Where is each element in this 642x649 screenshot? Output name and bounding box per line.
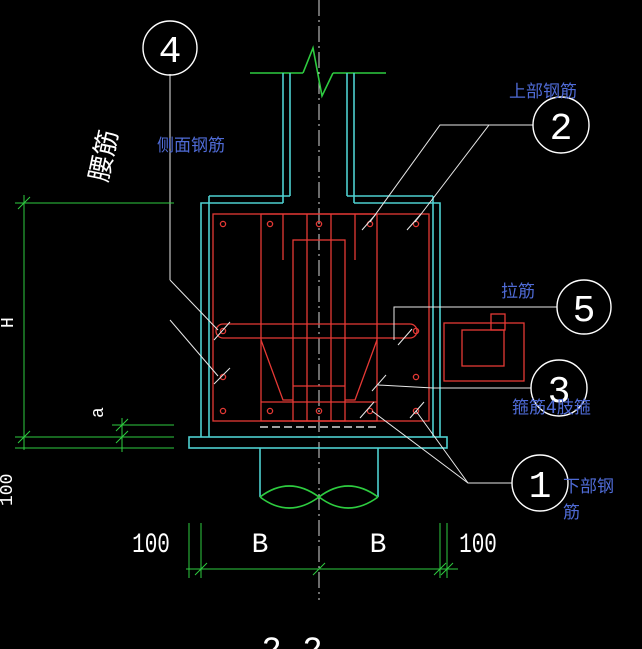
section-label: 2-2 (261, 633, 322, 649)
dim-label-left-cut: 100 (0, 474, 18, 506)
callout-number-2: 2 (550, 108, 573, 151)
dim-label-left-100: 100 (132, 529, 170, 561)
callout-circles (142, 20, 612, 512)
label-waist-rebar: 腰筋 (85, 127, 125, 184)
pile-outline (259, 448, 379, 509)
callout-circle-5 (556, 279, 612, 335)
dim-label-right-100: 100 (459, 529, 497, 561)
column-outline (209, 45, 433, 203)
label-bottom-rebar-line1: 下部钢 (563, 477, 614, 497)
label-side-rebar: 侧面钢筋 (157, 136, 225, 156)
stirrups (212, 213, 430, 422)
callout-number-4: 4 (159, 31, 182, 74)
rebar-hatches (213, 213, 425, 419)
callout-circle-1 (511, 454, 569, 512)
callout-circle-2 (532, 96, 590, 154)
dim-label-b-right: B (370, 530, 387, 561)
dim-label-left-h: H (0, 317, 19, 328)
label-tie-bar: 拉筋 (501, 282, 535, 302)
bottom-dimension (186, 523, 458, 578)
callout-circle-3 (530, 359, 588, 417)
callout-number-1: 1 (529, 466, 552, 509)
callout-number-3: 3 (548, 371, 571, 414)
label-stirrup: 箍筋4肢箍 (512, 398, 591, 418)
callout-circle-4 (142, 20, 198, 76)
stirrup-detail-symbol (443, 313, 525, 382)
tie-bar (215, 323, 418, 339)
pile-cap-outline (188, 196, 448, 449)
label-bottom-rebar-line2: 筋 (563, 503, 580, 523)
dim-label-b-left: B (252, 530, 269, 561)
left-dimension (15, 195, 174, 452)
leader-lines (169, 74, 557, 484)
dim-label-a: a (89, 407, 109, 418)
label-top-rebar: 上部钢筋 (509, 82, 577, 102)
callout-number-5: 5 (573, 290, 596, 333)
